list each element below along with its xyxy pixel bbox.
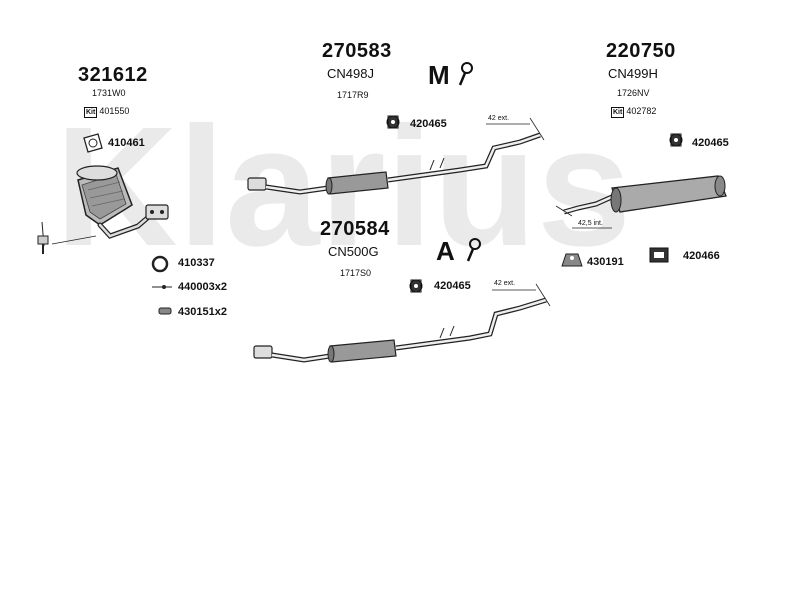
gasket-ring-icon	[83, 133, 103, 153]
section-270584-code: CN500G	[328, 244, 379, 259]
badge-m-box: M	[428, 60, 478, 93]
part-440003-label: 440003x2	[178, 281, 227, 293]
rear-silencer-220750	[555, 175, 727, 229]
section-220750-code: CN499H	[608, 66, 658, 81]
kit-number: 401550	[99, 106, 130, 116]
section-321612-code: 1731W0	[92, 88, 126, 98]
gasket-ring-icon	[151, 255, 169, 273]
clamp-icon	[561, 253, 583, 267]
badge-m-letter: M	[428, 60, 450, 88]
section-270583-code: CN498J	[327, 66, 374, 81]
wrench-icon	[458, 62, 473, 86]
part-420466-label: 420466	[683, 250, 720, 262]
rubber-mount-icon	[386, 115, 400, 129]
spring-icon	[152, 285, 172, 289]
section-220750-number: 220750	[606, 40, 676, 62]
part-420465-bottom-label: 420465	[434, 280, 471, 292]
part-420465-top-label: 420465	[410, 118, 447, 130]
part-420465-right-label: 420465	[692, 137, 729, 149]
middle-pipe-270584	[253, 283, 551, 363]
rubber-mount-icon	[649, 247, 669, 263]
section-270583-subcode: 1717R9	[337, 90, 369, 100]
section-270584-number: 270584	[320, 218, 390, 240]
dimension-ext-bottom: 42 ext.	[494, 280, 516, 287]
dimension-ext-top: 42 ext.	[488, 115, 510, 122]
catalytic-converter	[76, 165, 169, 239]
middle-pipe-270583	[247, 117, 545, 195]
part-410337-label: 410337	[178, 257, 215, 269]
section-321612-number: 321612	[78, 64, 148, 86]
part-410461-label: 410461	[108, 137, 145, 149]
rubber-mount-icon	[669, 133, 683, 147]
section-220750-subcode: 1726NV	[617, 88, 650, 98]
badge-a-letter: A	[436, 236, 455, 264]
section-270583-number: 270583	[322, 40, 392, 62]
kit-number: 402782	[626, 106, 657, 116]
dimension-int-right: 42,5 int.	[578, 220, 603, 227]
badge-a-box: A	[436, 236, 486, 269]
wrench-icon	[466, 238, 481, 262]
oxygen-sensor-icon	[37, 221, 97, 254]
part-430191-label: 430191	[587, 256, 624, 268]
part-430151-label: 430151x2	[178, 306, 227, 318]
bolt-icon	[158, 307, 172, 315]
rubber-mount-icon	[409, 279, 423, 293]
kit-badge: Kit	[84, 107, 98, 118]
section-270584-subcode: 1717S0	[340, 268, 372, 278]
kit-badge: Kit	[611, 107, 625, 118]
